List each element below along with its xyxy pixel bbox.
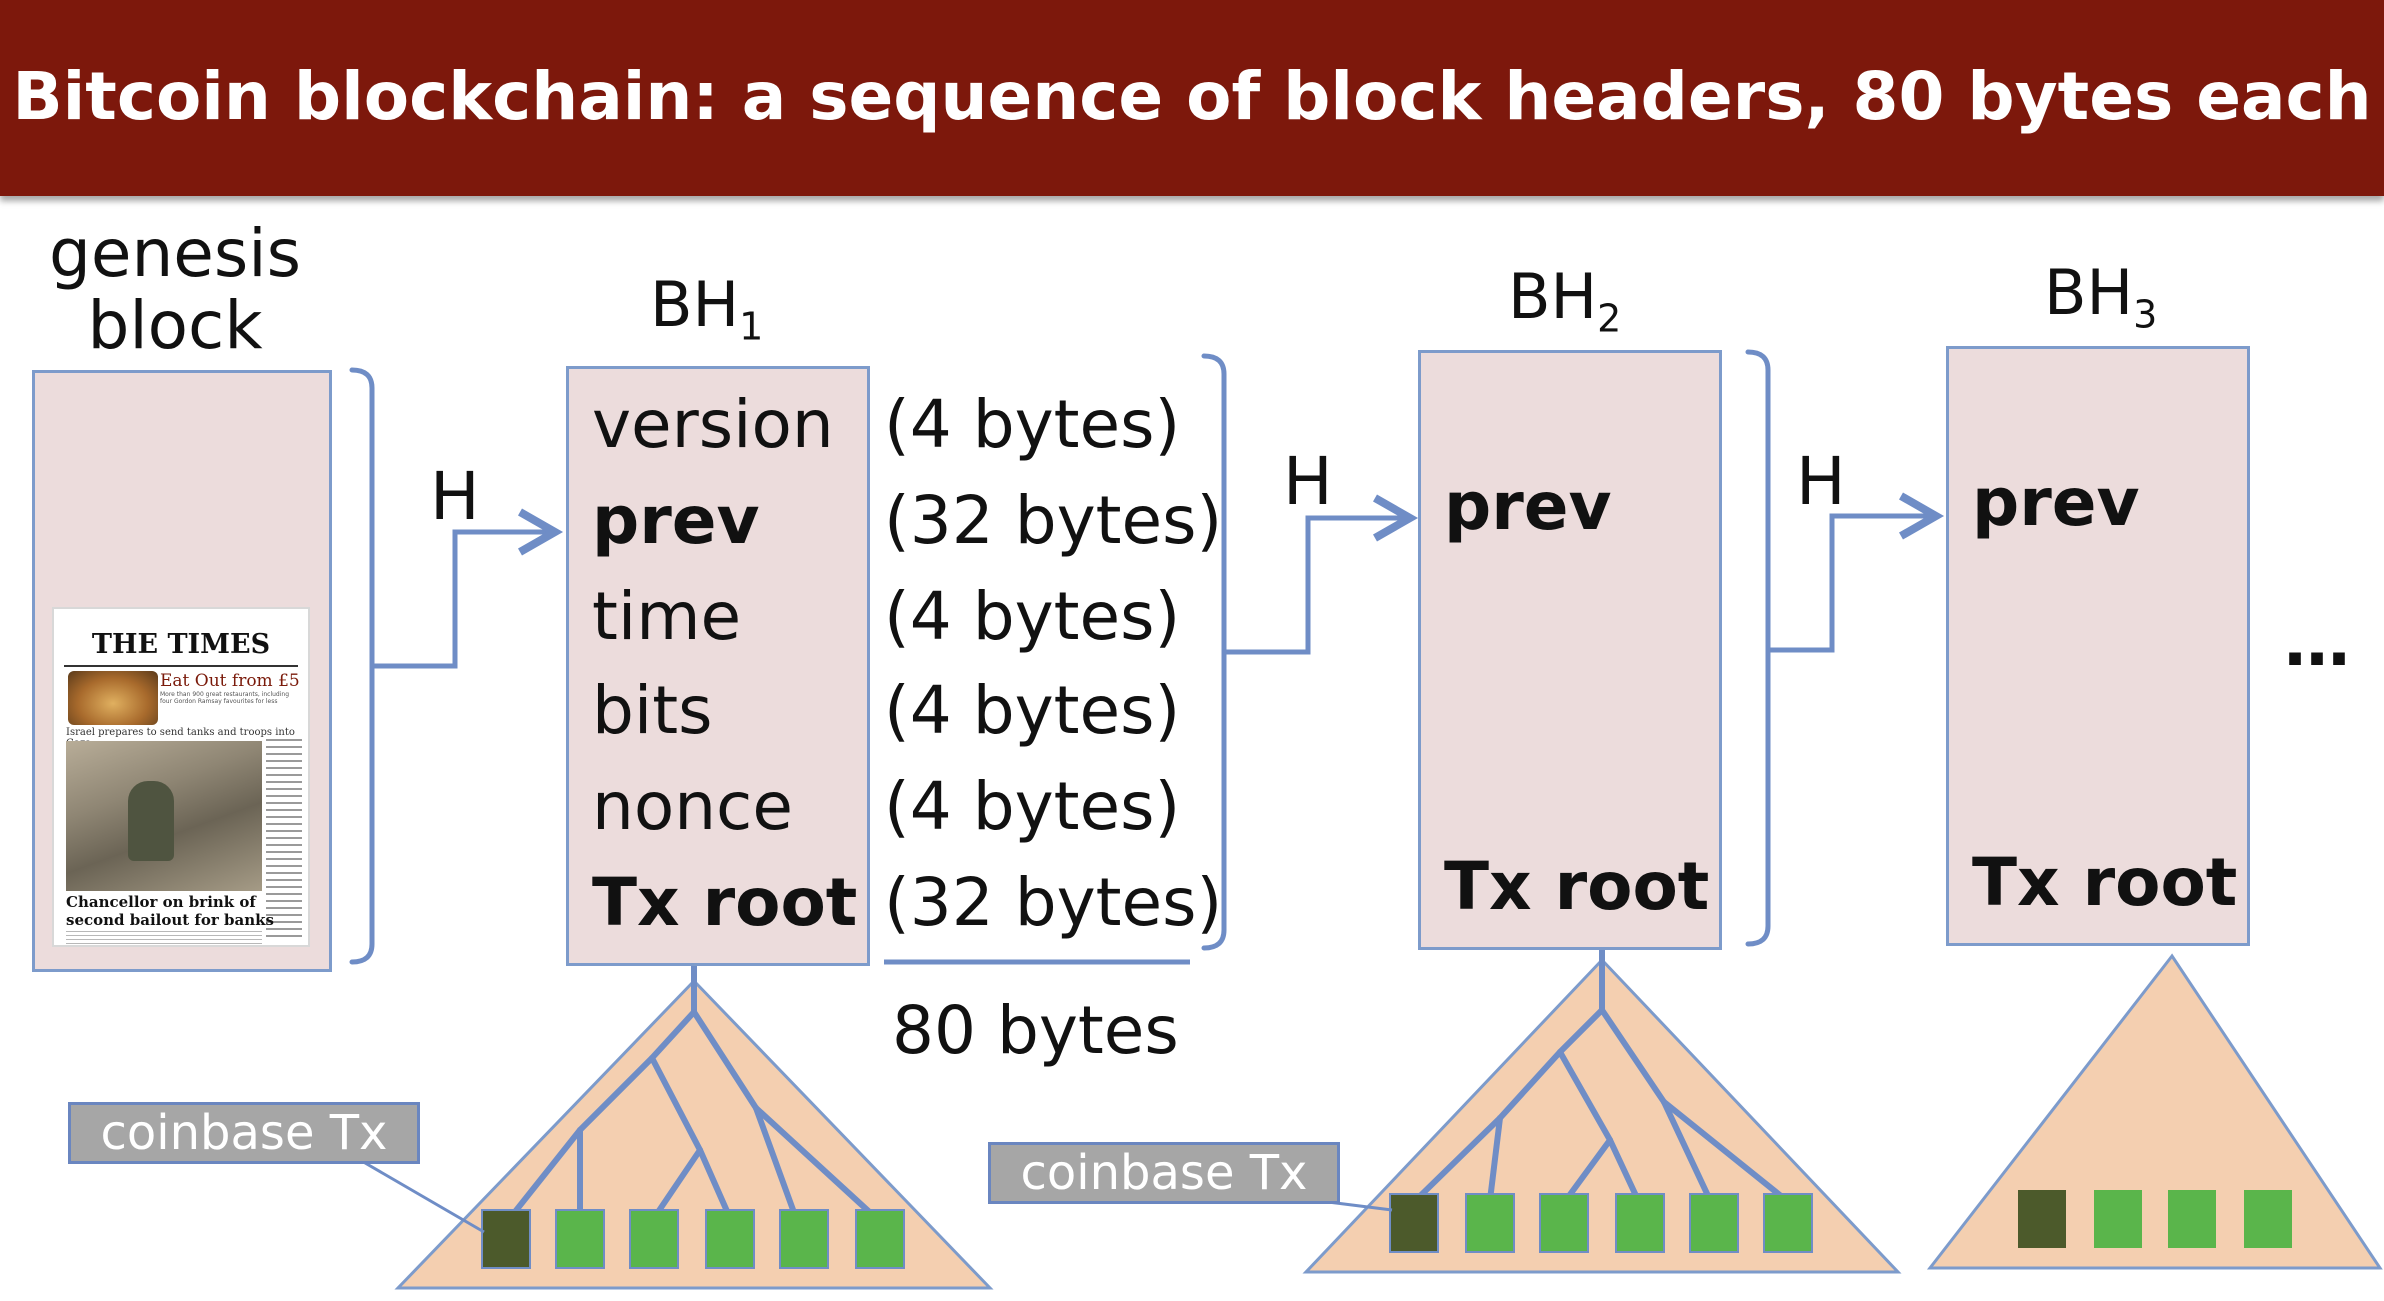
newspaper-body-text [66,931,262,945]
bh3-field-tx-root: Tx root [1972,844,2238,921]
block-header-2-title: BH2 [1508,260,1622,341]
bh2-field-prev: prev [1444,468,1612,545]
tree-3-leaves [2018,1190,2292,1248]
leaf [2244,1190,2292,1248]
block-header-2 [1418,350,1722,950]
tree-1-leaves [481,1209,905,1269]
newspaper-ad: Eat Out from £5 More than 900 great rest… [160,671,300,723]
size-bits: (4 bytes) [884,672,1181,749]
merkle-tree-2 [1302,957,1902,1274]
continuation-ellipsis: … [2284,604,2350,681]
newspaper-headline: Chancellor on brink of second bailout fo… [66,893,274,929]
newspaper-masthead: THE TIMES [91,629,271,660]
genesis-label-line-1: genesis [48,215,302,292]
hash-label-1: H [430,458,480,535]
size-nonce: (4 bytes) [884,768,1181,845]
times-newspaper-image: THE TIMES Eat Out from £5 More than 900 … [52,607,310,947]
total-size-label: 80 bytes [892,992,1179,1069]
field-tx-root: Tx root [592,864,858,941]
hash-arrow-3 [1768,492,1945,653]
leaf [629,1209,679,1269]
field-nonce: nonce [592,768,793,845]
size-tx-root: (32 bytes) [884,864,1223,941]
coinbase-leaf-2 [1389,1193,1439,1253]
hash-arrow-2 [1224,494,1419,655]
coinbase-tx-label-2: coinbase Tx [988,1142,1340,1204]
field-prev: prev [592,482,760,559]
coinbase-tx-label-1: coinbase Tx [68,1102,420,1164]
brace-genesis [349,367,375,965]
tree-1-branches [507,942,879,1221]
coinbase-leaf-3 [2018,1190,2066,1248]
genesis-label: genesis block [30,218,320,362]
newspaper-food-photo [68,671,158,725]
leaf [705,1209,755,1269]
leaf [779,1209,829,1269]
bh3-field-prev: prev [1972,464,2140,541]
brace-bh2 [1745,349,1771,947]
leaf [1465,1193,1515,1253]
genesis-label-line-2: block [87,287,263,364]
size-time: (4 bytes) [884,578,1181,655]
block-header-1-title: BH1 [650,268,764,349]
title-banner: Bitcoin blockchain: a sequence of block … [0,0,2384,196]
hash-connectors [372,492,1945,669]
leaf [1539,1193,1589,1253]
slide-title: Bitcoin blockchain: a sequence of block … [12,58,2372,135]
merkle-tree-3 [1926,953,2383,1270]
leaf [855,1209,905,1269]
tree-2-branches [1413,939,1789,1203]
hash-label-3: H [1796,443,1846,520]
bh2-field-tx-root: Tx root [1444,848,1710,925]
leaf [1615,1193,1665,1253]
field-bits: bits [592,672,713,749]
block-header-1 [566,366,870,966]
leaf [1763,1193,1813,1253]
newspaper-sidebar [266,739,302,939]
block-header-3-title: BH3 [2044,256,2158,337]
size-version: (4 bytes) [884,386,1181,463]
leaf [2094,1190,2142,1248]
block-header-3 [1946,346,2250,946]
field-version: version [592,386,834,463]
hash-arrow-1 [372,508,564,669]
hash-label-2: H [1283,443,1333,520]
field-time: time [592,578,742,655]
newspaper-ad-subtext: More than 900 great restaurants, includi… [160,691,290,705]
leaf [555,1209,605,1269]
tree-2-leaves [1389,1193,1813,1253]
leaf [1689,1193,1739,1253]
size-prev: (32 bytes) [884,482,1223,559]
newspaper-photo-figure [128,781,174,861]
leaf [2168,1190,2216,1248]
brace-bh1 [1201,353,1227,951]
newspaper-rule [64,665,298,667]
newspaper-ad-headline: Eat Out from £5 [160,671,300,691]
newspaper-main-photo [66,741,262,891]
coinbase-leaf-1 [481,1209,531,1269]
